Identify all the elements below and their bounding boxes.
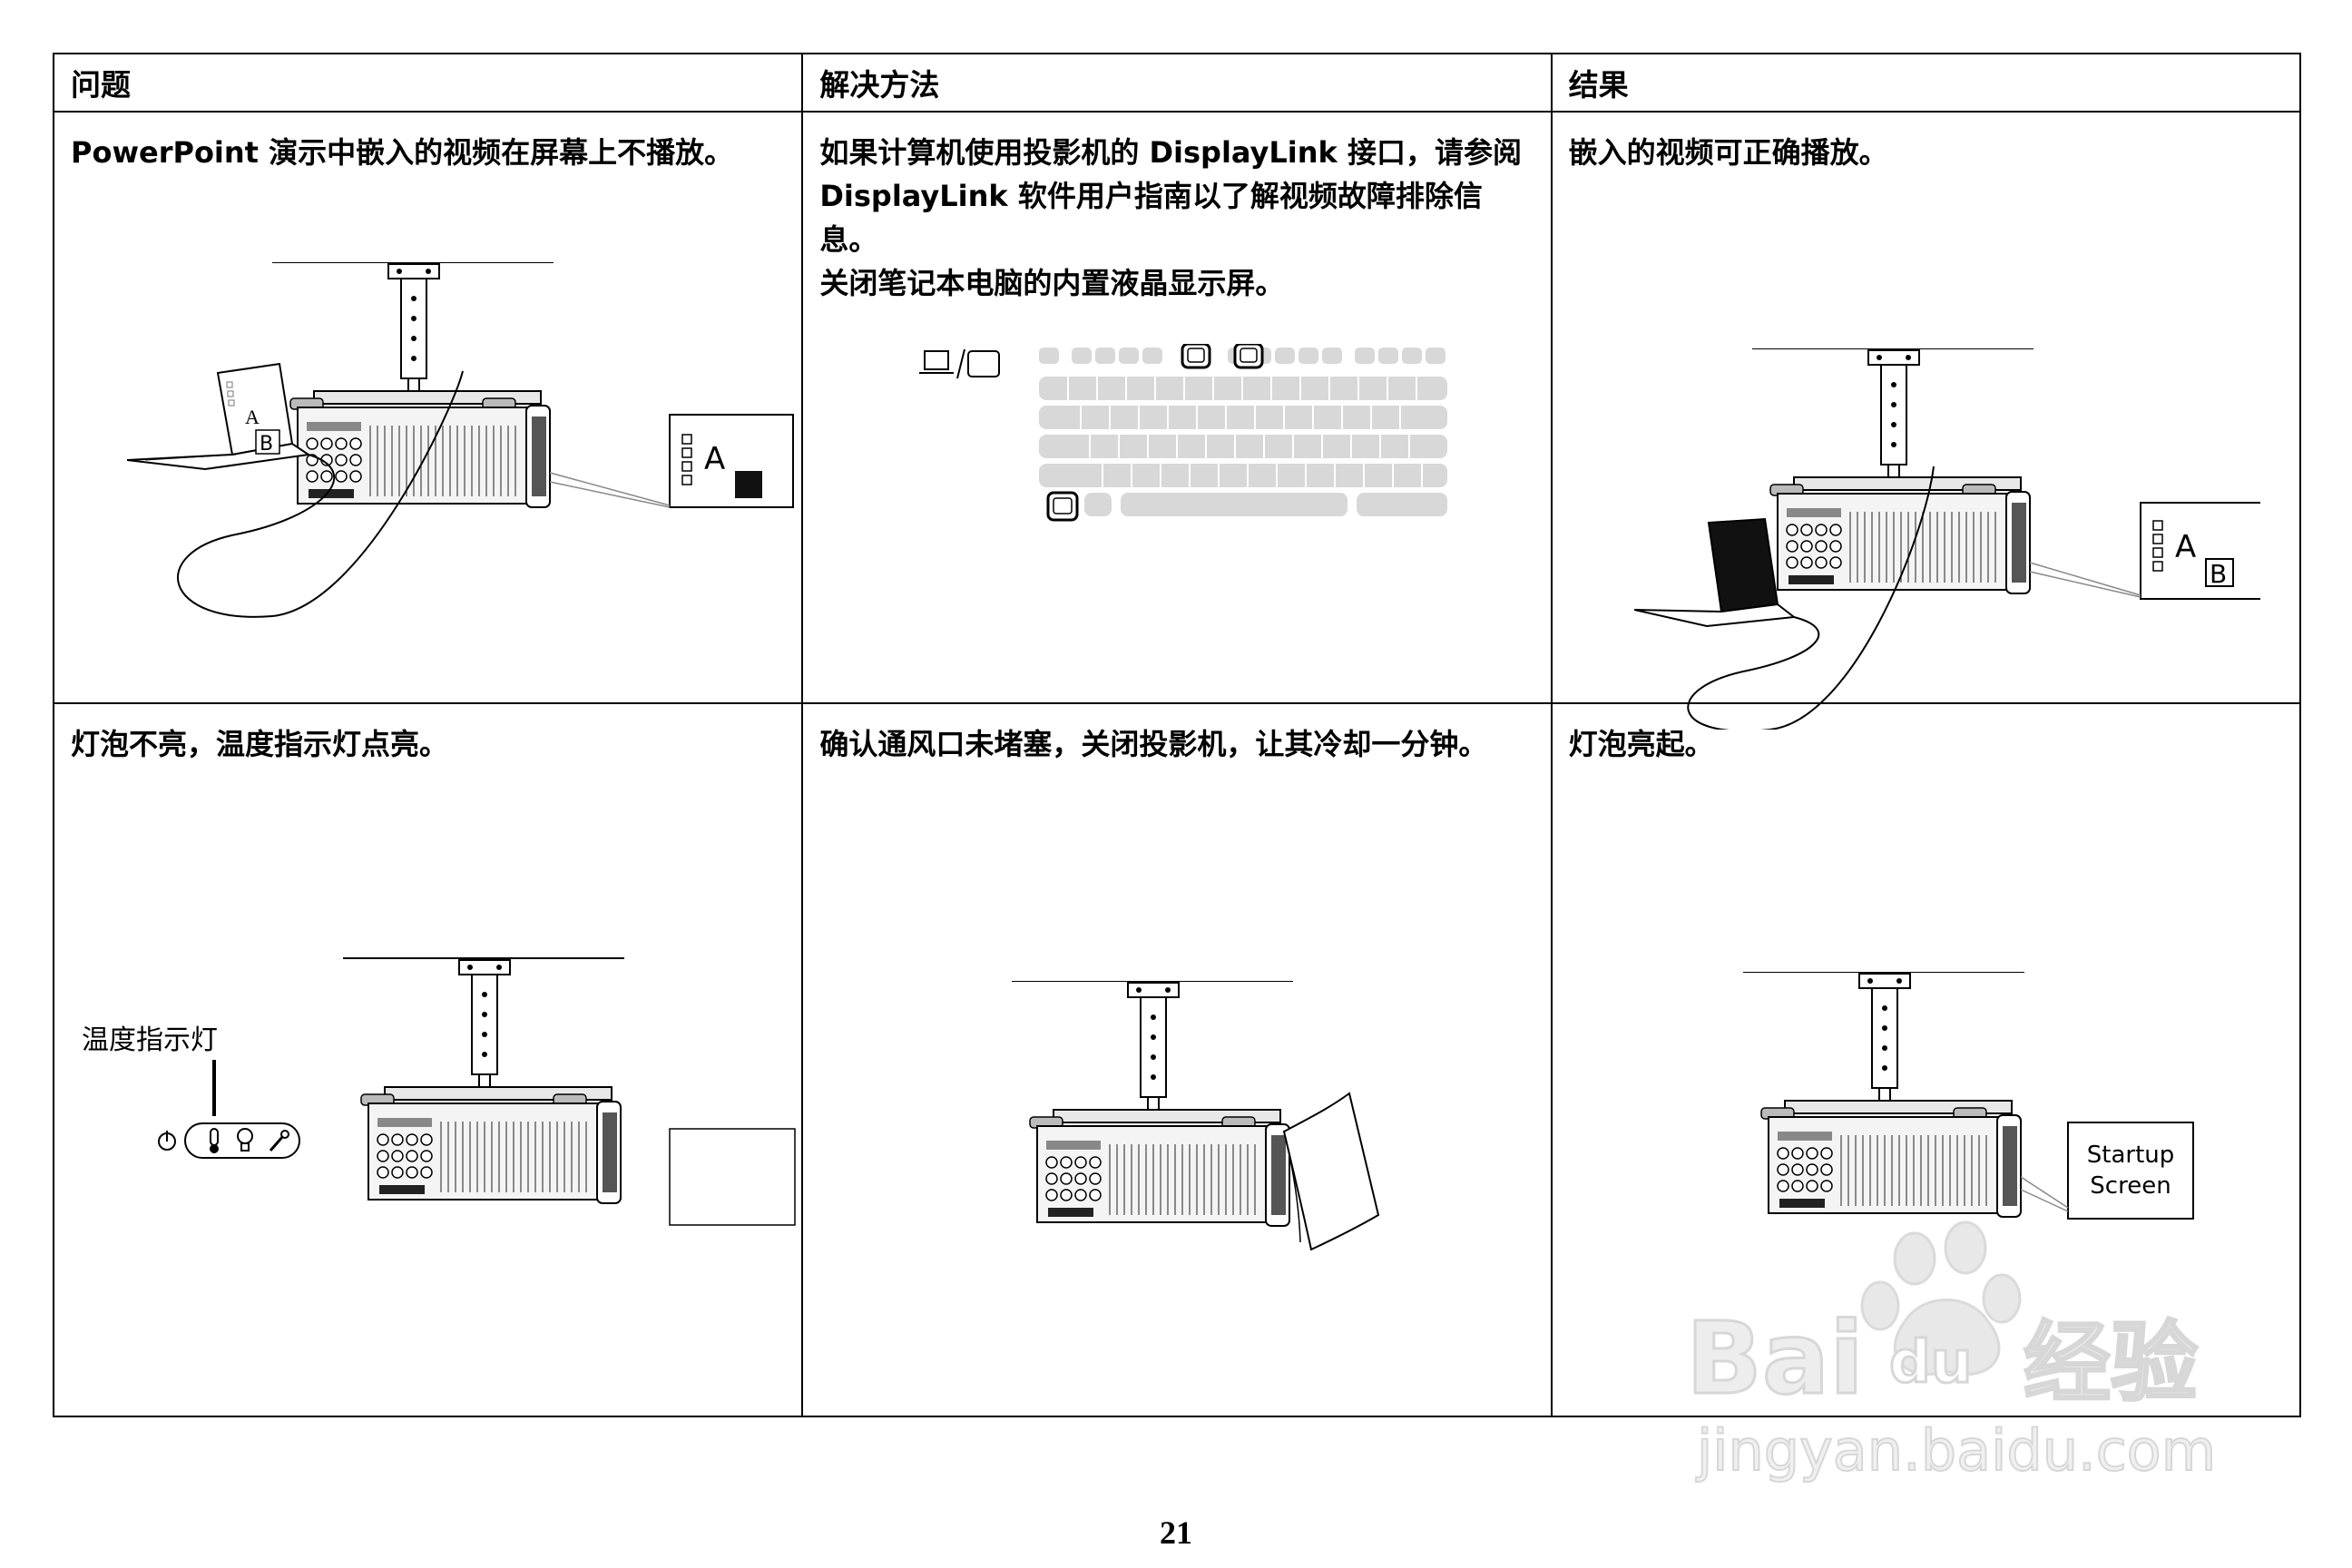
svg-text:经验: 经验 xyxy=(2024,1312,2198,1414)
column-header-problem: 问题 xyxy=(52,53,804,113)
black-video-box xyxy=(735,471,762,498)
laptop-letter-b: B xyxy=(260,433,273,456)
table-row: 灯泡不亮，温度指示灯点亮。 温度指示灯 xyxy=(52,702,2302,1417)
svg-text:du: du xyxy=(1889,1329,1972,1396)
result-text: 灯泡亮起。 xyxy=(1568,727,1714,761)
blank-projection-screen xyxy=(669,1128,796,1226)
problem-text: 灯泡不亮，温度指示灯点亮。 xyxy=(71,727,449,761)
solution-text: 关闭笔记本电脑的内置液晶显示屏。 xyxy=(819,266,1285,300)
column-header-result: 结果 xyxy=(1550,53,2302,113)
fn-key-highlight xyxy=(1181,344,1211,369)
paper-sheet xyxy=(1283,1092,1380,1251)
temperature-indicator-illustration: 温度指示灯 xyxy=(82,957,796,1226)
lamp-icon xyxy=(237,1128,253,1152)
keyboard-shortcut-illustration xyxy=(919,344,1448,522)
function-key-highlight xyxy=(1233,344,1264,369)
problem-cell: 灯泡不亮，温度指示灯点亮。 温度指示灯 xyxy=(52,702,804,1417)
startup-screen-line2: Screen xyxy=(2090,1172,2171,1200)
result-cell: 灯泡亮起。 Startup Screen xyxy=(1550,702,2302,1417)
wrench-icon xyxy=(269,1130,289,1152)
baidu-jingyan-watermark: Bai du 经验 jingyan.baidu.com xyxy=(1685,1220,2217,1484)
result-text: 嵌入的视频可正确播放。 xyxy=(1568,135,1888,170)
table-row: PowerPoint 演示中嵌入的视频在屏幕上不播放。 A xyxy=(52,111,2302,730)
laptop-monitor-icon xyxy=(919,348,1001,379)
thermometer-icon xyxy=(210,1128,219,1153)
problem-text: PowerPoint 演示中嵌入的视频在屏幕上不播放。 xyxy=(71,135,734,170)
screen-letter-b: B xyxy=(2210,559,2227,589)
column-header-solution: 解决方法 xyxy=(801,53,1553,113)
startup-screen-line1: Startup xyxy=(2086,1142,2174,1169)
temp-indicator-label: 温度指示灯 xyxy=(82,1024,218,1056)
keyboard xyxy=(1039,348,1448,516)
screen-letter-a: A xyxy=(704,441,725,477)
solution-cell: 确认通风口未堵塞，关闭投影机，让其冷却一分钟。 xyxy=(801,702,1553,1417)
blocked-vent-illustration xyxy=(1012,981,1380,1251)
problem-cell: PowerPoint 演示中嵌入的视频在屏幕上不播放。 A xyxy=(52,111,804,704)
startup-screen xyxy=(2066,1122,2194,1220)
projection-screen xyxy=(669,414,794,508)
svg-text:Bai: Bai xyxy=(1686,1300,1864,1416)
solution-text: 确认通风口未堵塞，关闭投影机，让其冷却一分钟。 xyxy=(819,727,1488,761)
lamp-on-illustration: Startup Screen xyxy=(1742,972,2194,1220)
laptop-dark-screen xyxy=(1707,517,1779,613)
table-header-row: 问题 解决方法 结果 xyxy=(52,53,2302,113)
troubleshooting-table: 问题 解决方法 结果 PowerPoint 演示中嵌入的视频在屏幕上不播放。 xyxy=(52,53,2302,1417)
fn-modifier-key-highlight xyxy=(1046,491,1079,522)
projector-laptop-result-illustration: A B xyxy=(1633,348,2260,730)
page-number: 21 xyxy=(1160,1514,1192,1551)
result-cell: 嵌入的视频可正确播放。 A B xyxy=(1550,111,2302,730)
solution-text: 如果计算机使用投影机的 DisplayLink 接口，请参阅 DisplayLi… xyxy=(819,135,1522,257)
laptop-screen-letter: A xyxy=(245,406,260,428)
projector-laptop-illustration: A A B xyxy=(127,262,794,618)
solution-cell: 如果计算机使用投影机的 DisplayLink 接口，请参阅 DisplayLi… xyxy=(801,111,1553,704)
screen-letter-a: A xyxy=(2175,529,2196,565)
watermark-url: jingyan.baidu.com xyxy=(1695,1417,2216,1484)
power-icon xyxy=(158,1131,176,1151)
